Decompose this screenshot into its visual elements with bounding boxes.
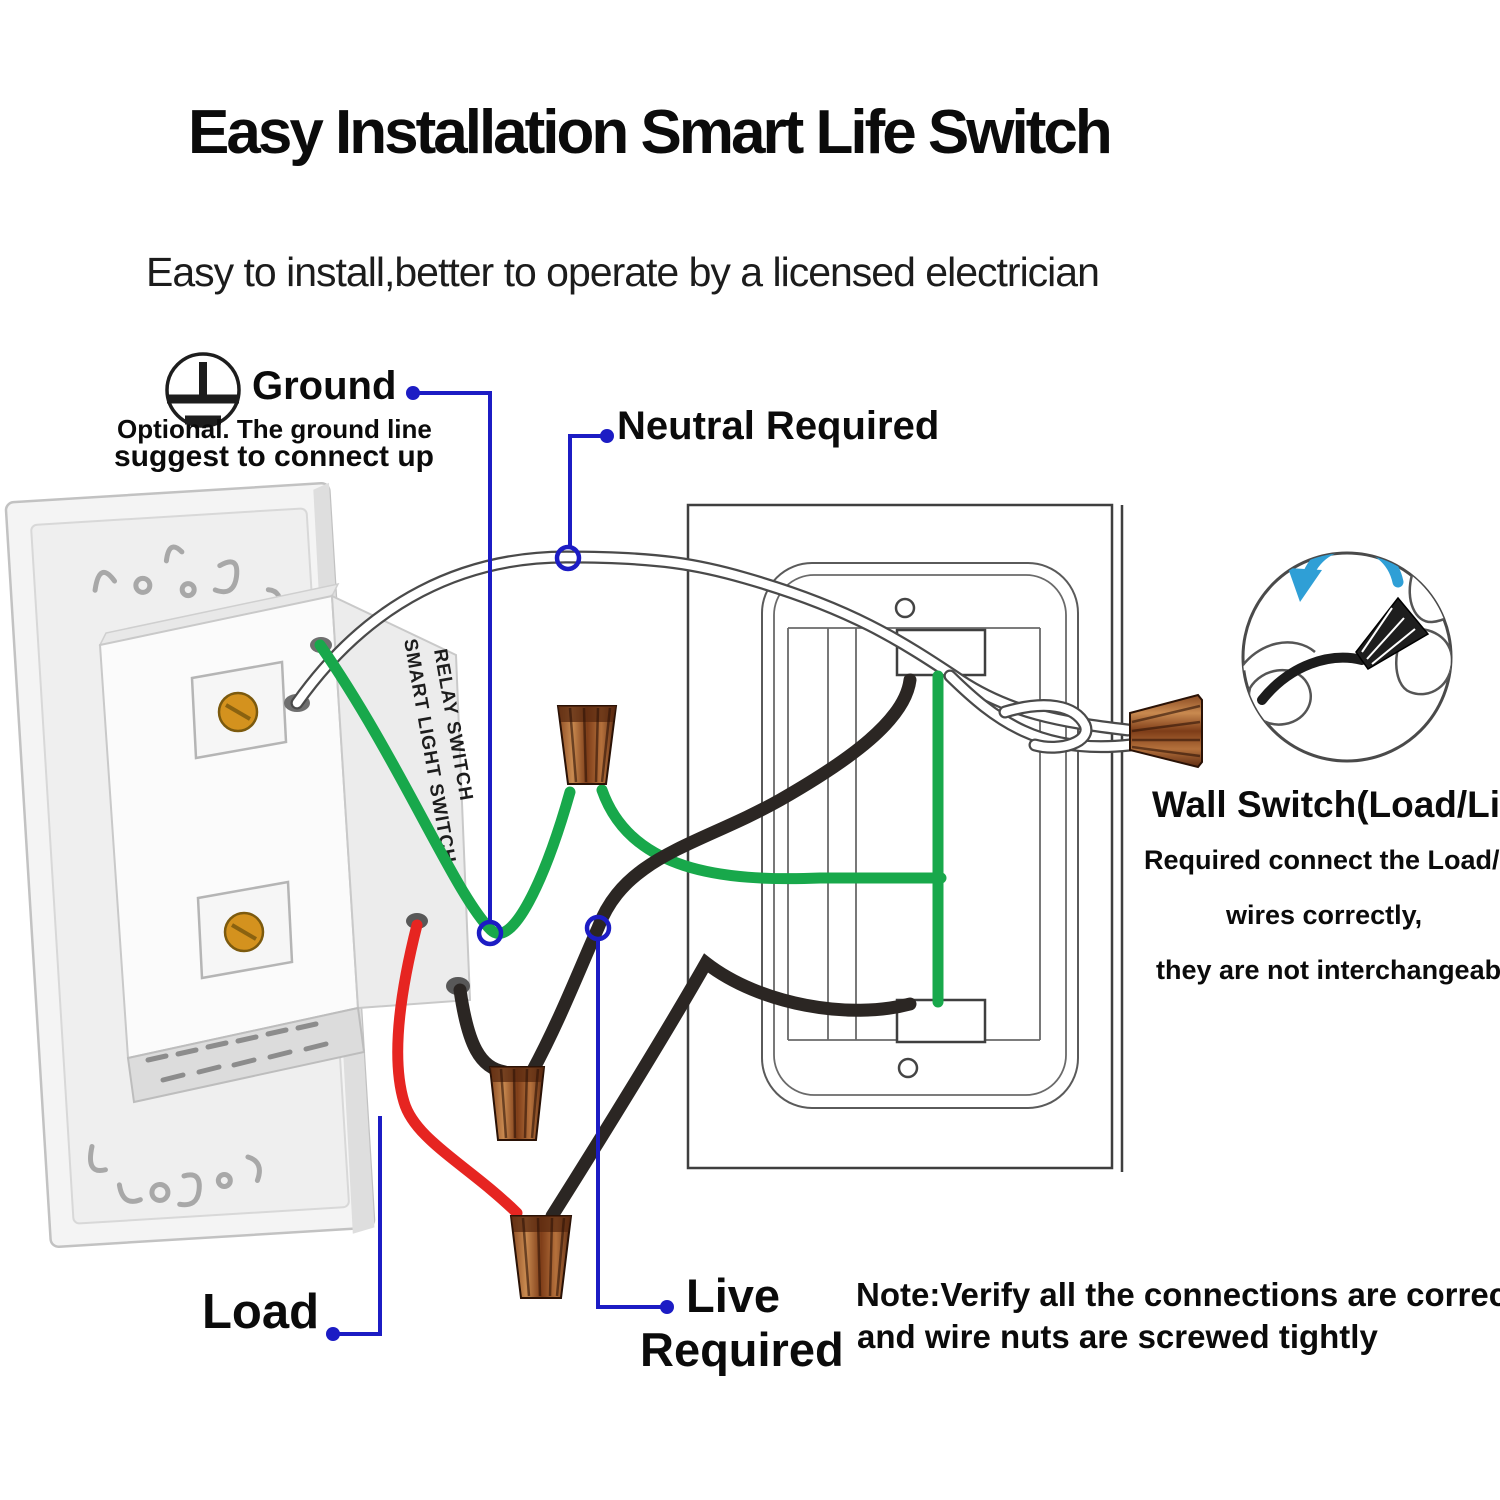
neutral-required-label: Neutral Required [617, 404, 940, 448]
load-wire [392, 919, 523, 1219]
wall-switch-heading: Wall Switch(Load/Live) [1152, 784, 1500, 825]
live-required-label-line1: Live [686, 1269, 781, 1322]
wire-nut-twist-inset [1241, 551, 1453, 763]
ground-label: Ground [252, 364, 397, 408]
mounting-screw-hole [894, 597, 916, 619]
ground-symbol-icon [165, 352, 241, 428]
twist-clockwise-arrow-icon [1288, 553, 1404, 602]
page-subtitle: Easy to install,better to operate by a l… [146, 249, 1100, 295]
neutral-wire-loop [943, 669, 1137, 754]
switch-vent-face [126, 1006, 366, 1104]
wall-switch-note-line1: Required connect the Load/Live [1144, 845, 1500, 875]
inset-wire-nut-icon [1355, 596, 1430, 670]
smart-switch-device: SMART LIGHT SWITCH RELAY SWITCH [98, 582, 477, 1104]
terminal-screw-top [190, 660, 288, 760]
wire-nut-ground [556, 705, 618, 785]
wire-nut-load [509, 1215, 573, 1299]
wire-nut-live [488, 1066, 546, 1141]
switch-side-face [330, 594, 472, 1010]
switch-vent-slots [145, 1021, 329, 1083]
load-callout-line [326, 1116, 382, 1341]
wall-plate-ornament-bottom [87, 1144, 262, 1208]
mounting-screw-hole [897, 1057, 919, 1079]
neutral-wire [290, 550, 1135, 737]
bottom-note-line1: Note:Verify all the connections are corr… [856, 1276, 1500, 1313]
load-label: Load [202, 1285, 320, 1339]
wall-switch-note-line2: wires correctly, [1226, 900, 1423, 930]
terminal-screw-bottom [196, 880, 294, 980]
bottom-note-line2: and wire nuts are screwed tightly [857, 1318, 1378, 1355]
wall-switch-note-line3: they are not interchangeable. [1156, 955, 1500, 985]
wire-nut-neutral [1129, 693, 1203, 769]
inset-black-wire [1257, 652, 1367, 705]
live-required-label-line2: Required [640, 1323, 844, 1376]
ground-note-line2: suggest to connect up [114, 440, 435, 473]
ground-note-line1: Optional. The ground line [117, 414, 432, 444]
live-callout-line [584, 914, 674, 1314]
neutral-callout-line [554, 429, 614, 572]
wall-box [686, 503, 1124, 1172]
page-title: Easy Installation Smart Life Switch [188, 98, 1113, 167]
ground-callout-line [406, 386, 504, 947]
